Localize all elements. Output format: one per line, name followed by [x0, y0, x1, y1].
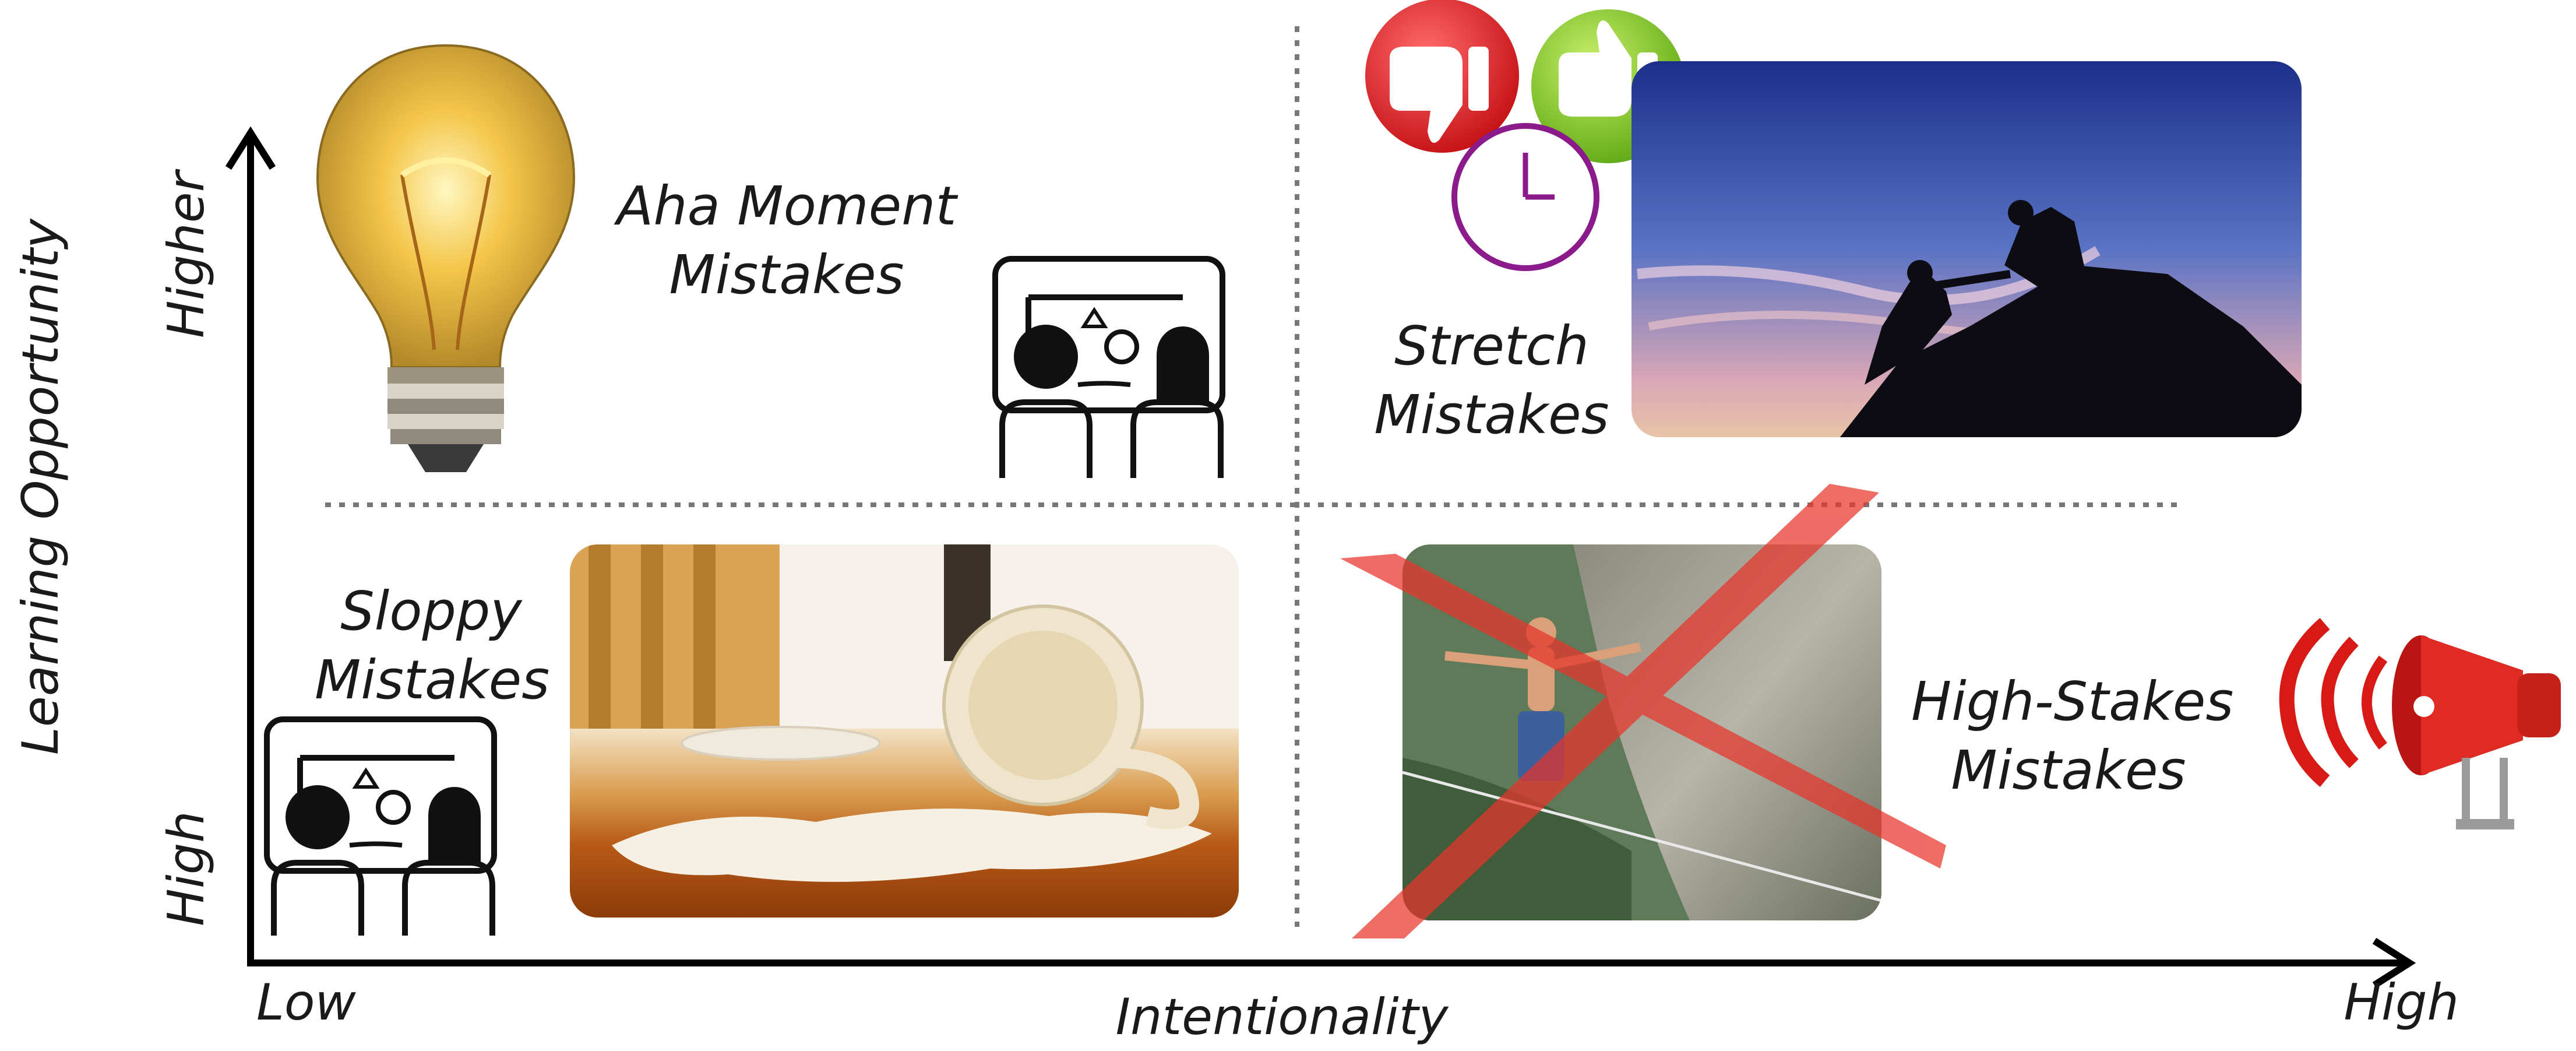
- aha-moment-label: Aha Moment Mistakes: [594, 172, 979, 310]
- sloppy-line1: Sloppy: [340, 580, 522, 642]
- x-axis-low-label: Low: [256, 973, 356, 1032]
- sloppy-label: Sloppy Mistakes: [315, 577, 550, 715]
- clock-icon: [1451, 123, 1599, 271]
- high-stakes-line2: Mistakes: [1951, 739, 2186, 802]
- stretch-line2: Mistakes: [1374, 383, 1609, 446]
- sloppy-line2: Mistakes: [315, 648, 550, 711]
- aha-moment-line2: Mistakes: [669, 243, 904, 306]
- x-axis-title: Intentionality: [1115, 988, 1449, 1046]
- high-stakes-line1: High-Stakes: [1911, 670, 2234, 733]
- whiteboard-meeting-icon: [992, 256, 1225, 478]
- stretch-label: Stretch Mistakes: [1358, 312, 1626, 449]
- cross-mark-icon: [1340, 484, 1946, 938]
- x-axis-arrowhead: [2372, 937, 2416, 989]
- thumbs-down-icon: [1365, 0, 1519, 153]
- high-stakes-label: High-Stakes Mistakes: [1911, 667, 2234, 805]
- whiteboard-meeting-icon: [264, 716, 497, 936]
- x-axis-high-label: High: [2344, 973, 2459, 1032]
- light-bulb-icon: [316, 44, 576, 472]
- y-axis-high-label: High: [157, 811, 216, 926]
- stretch-line1: Stretch: [1394, 315, 1589, 377]
- climbers-photo: [1631, 61, 2302, 437]
- y-axis-title: Learning Opportunity: [12, 219, 70, 755]
- y-axis-higher-label: Higher: [157, 171, 216, 338]
- spilled-cup-photo: [570, 544, 1239, 918]
- aha-moment-line1: Aha Moment: [616, 175, 957, 237]
- siren-icon: [2279, 618, 2561, 829]
- y-axis-arrowhead: [225, 126, 276, 170]
